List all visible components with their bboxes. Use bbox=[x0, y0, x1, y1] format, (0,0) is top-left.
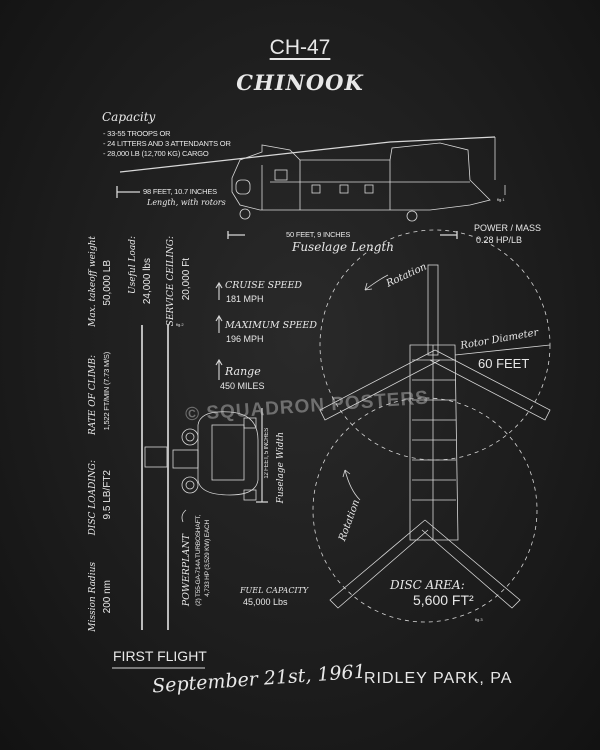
first-flight-label: FIRST FLIGHT bbox=[113, 648, 207, 664]
rate-of-climb-label: RATE OF CLIMB: bbox=[88, 355, 98, 435]
power-mass-value: 0.28 HP/LB bbox=[476, 235, 523, 245]
useful-load-value: 24,000 lbs bbox=[142, 258, 153, 305]
power-mass-label: POWER / MASS bbox=[474, 223, 542, 233]
fuselage-width-label: Fuselage Width bbox=[276, 432, 286, 504]
capacity-label: Capacity bbox=[102, 110, 156, 124]
capacity-line: - 24 LITTERS AND 3 ATTENDANTS OR bbox=[103, 139, 231, 148]
first-flight-place: RIDLEY PARK, PA bbox=[364, 670, 513, 687]
length-with-rotors-value: 98 FEET, 10.7 INCHES bbox=[143, 187, 217, 196]
fuselage-length-label: Fuselage Length bbox=[292, 240, 394, 254]
service-ceiling-label: SERVICE CEILING: bbox=[166, 236, 176, 327]
fuel-capacity-label: FUEL CAPACITY bbox=[240, 586, 309, 595]
side-view-helicopter bbox=[119, 136, 506, 222]
mission-radius-value: 200 nm bbox=[102, 580, 113, 614]
rotor-diameter-value: 60 FEET bbox=[478, 356, 530, 371]
figure-tag: fig.1 bbox=[497, 197, 505, 202]
model-title: CH-47 bbox=[269, 36, 331, 59]
capacity-line: - 28,000 LB (12,700 KG) CARGO bbox=[103, 149, 209, 158]
useful-load-label: Useful Load: bbox=[128, 236, 138, 294]
fuselage-width-value: 12 FEET, 5 INCHES bbox=[264, 428, 270, 479]
max-takeoff-value: 50,000 LB bbox=[102, 260, 113, 306]
powerplant-line1: (2) T55-GA-714A TURBOSHAFT, bbox=[195, 515, 202, 606]
aircraft-name: CHINOOK bbox=[236, 70, 364, 95]
capacity-line: - 33-55 TROOPS OR bbox=[103, 129, 171, 138]
service-ceiling-value: 20,000 Ft bbox=[181, 258, 192, 301]
range-value: 450 MILES bbox=[220, 381, 265, 391]
powerplant-label: POWERPLANT bbox=[181, 534, 192, 607]
front-view-helicopter bbox=[141, 325, 268, 630]
rate-of-climb-value: 1,522 FT/MIN (7.73 M/S) bbox=[102, 352, 111, 431]
length-with-rotors-label: Length, with rotors bbox=[147, 198, 226, 207]
range-label: Range bbox=[225, 365, 261, 378]
cruise-speed-label: CRUISE SPEED bbox=[225, 280, 303, 291]
fuselage-length-value: 50 FEET, 9 INCHES bbox=[286, 230, 351, 239]
powerplant-line2: 4,733 HP (3,529 KW) EACH bbox=[204, 520, 211, 597]
cruise-speed-value: 181 MPH bbox=[226, 294, 264, 304]
figure-tag: fig.2 bbox=[176, 322, 184, 327]
disc-area-label: DISC AREA: bbox=[390, 578, 465, 592]
disc-loading-label: DISC LOADING: bbox=[88, 460, 98, 536]
disc-area-value: 5,600 FT² bbox=[413, 592, 474, 608]
max-speed-label: MAXIMUM SPEED bbox=[225, 320, 317, 331]
disc-loading-value: 9.5 LB/FT2 bbox=[102, 470, 113, 520]
fuel-capacity-value: 45,000 Lbs bbox=[243, 597, 288, 607]
max-speed-value: 196 MPH bbox=[226, 334, 264, 344]
max-takeoff-label: Max. takeoff weight bbox=[88, 236, 98, 327]
mission-radius-label: Mission Radius bbox=[88, 562, 98, 632]
figure-tag: fig.3 bbox=[475, 617, 483, 622]
top-view-helicopter bbox=[312, 229, 551, 623]
